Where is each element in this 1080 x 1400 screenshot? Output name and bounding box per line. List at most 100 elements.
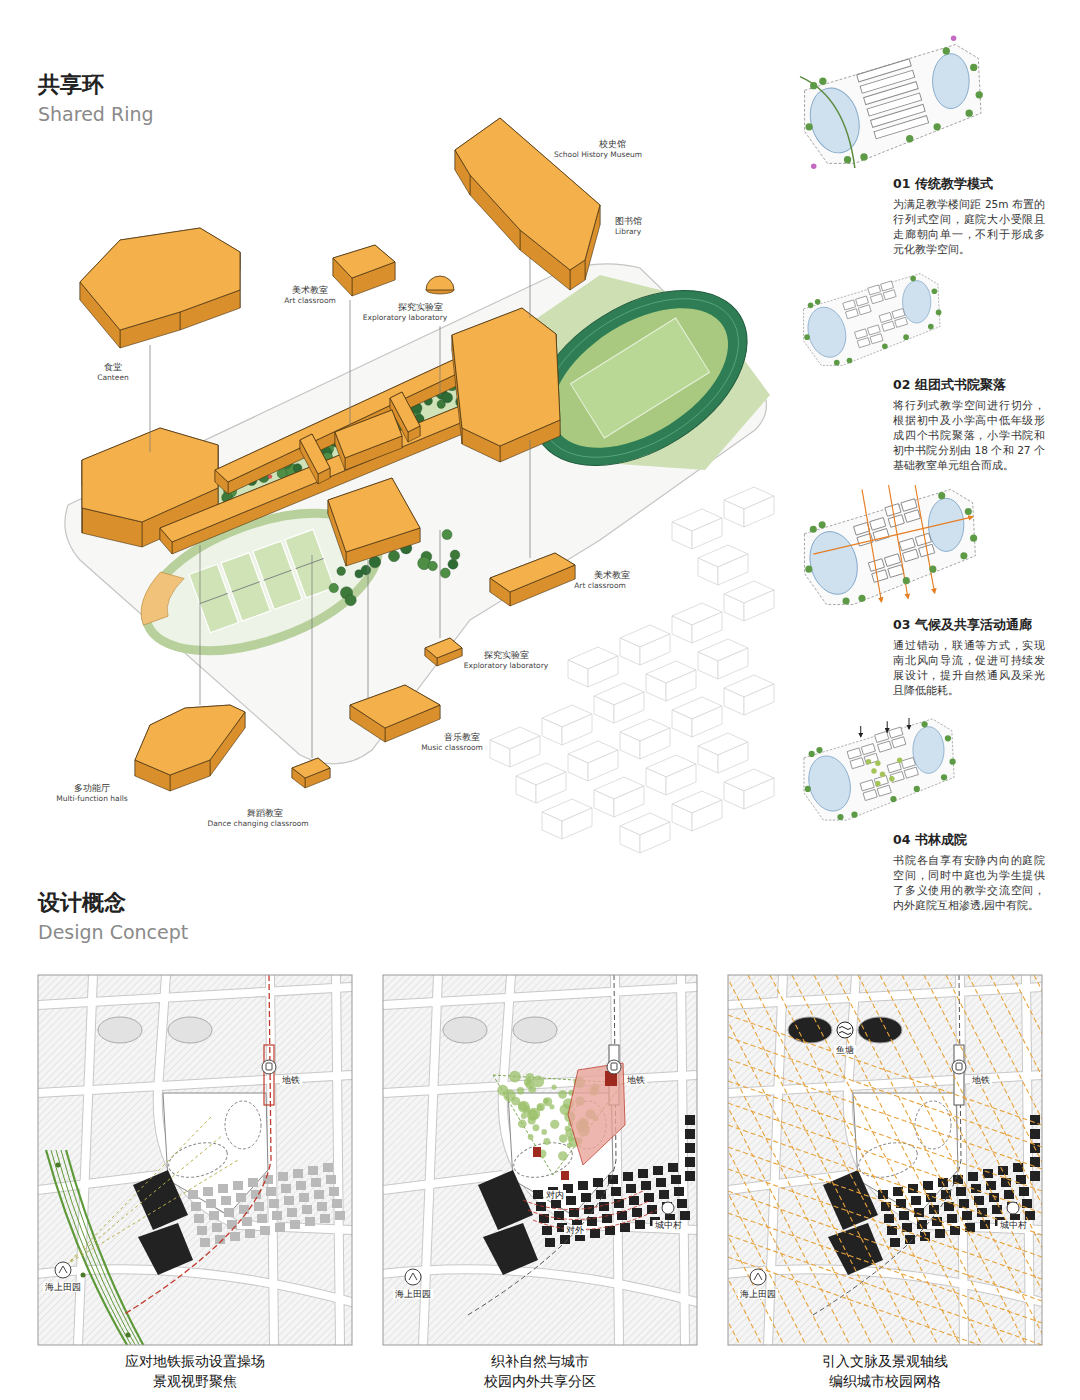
illustration-part: [728, 1015, 1042, 1125]
illustration-part: [510, 1137, 576, 1183]
illustration-part: [924, 975, 1042, 1345]
illustration-part: [887, 721, 888, 732]
illustration-part: [844, 156, 851, 163]
illustration-part: [992, 1205, 1002, 1214]
illustration-part: [968, 975, 1042, 1345]
illustration-part: [659, 1190, 669, 1199]
part-name: 多功能厅: [74, 783, 110, 793]
illustration-part: [383, 987, 697, 1005]
map-label: 海上田园: [43, 1282, 83, 1292]
panel-heading: 04 书林成院: [893, 832, 1045, 848]
illustration-part: [903, 334, 909, 340]
illustration-part: [323, 1163, 333, 1172]
illustration-part: [245, 1229, 255, 1238]
illustration-part: [902, 549, 918, 562]
illustration-part: [129, 565, 195, 625]
illustration-part: [38, 975, 352, 1345]
illustration-part: [837, 1022, 853, 1038]
illustration-part: [914, 786, 920, 792]
illustration-part: [728, 975, 894, 1345]
illustration-part: [620, 826, 640, 853]
illustration-part: [728, 1103, 1042, 1213]
illustration-part: [728, 1213, 1042, 1323]
illustration-part: [884, 554, 900, 567]
illustration-part: [611, 1063, 617, 1070]
illustration-part: [536, 772, 566, 803]
illustration-part: [903, 281, 931, 323]
illustration-part: [38, 987, 352, 1005]
map-label: 对内: [544, 1190, 566, 1200]
illustration-part: [197, 1226, 207, 1235]
illustration-part: [923, 1181, 933, 1190]
illustration-part: [692, 706, 722, 737]
illustration-part: [542, 812, 562, 839]
illustration-part: [816, 747, 822, 753]
illustration-part: [932, 288, 938, 294]
illustration-part: [590, 1229, 600, 1238]
illustration-part: [614, 786, 644, 817]
illustration-part: [698, 746, 718, 773]
bridge-corridor: [300, 434, 330, 484]
illustration-part: [490, 553, 575, 592]
map-label: 城中村: [998, 1220, 1029, 1230]
illustration-part: [440, 568, 450, 578]
illustration-part: [383, 987, 697, 1005]
illustration-part: [594, 696, 614, 723]
illustration-part: [880, 771, 885, 776]
map-label: 鱼塘: [834, 1045, 856, 1055]
illustration-part: [899, 1211, 909, 1220]
illustration-part: [541, 1129, 547, 1135]
illustration-part: [200, 593, 228, 603]
illustration-part: [915, 485, 934, 593]
illustration-part: [620, 732, 640, 759]
illustration-part: [559, 1134, 567, 1142]
classroom-block: [335, 410, 402, 470]
illustration-part: [561, 1171, 569, 1180]
illustration-part: [55, 1262, 71, 1278]
panel-heading: 02 组团式书院聚落: [893, 377, 1045, 393]
illustration-part: [685, 1115, 695, 1125]
illustration-part: [890, 1238, 900, 1247]
illustration-part: [38, 1269, 352, 1305]
illustration-part: [206, 1199, 216, 1208]
illustration-part: [941, 1190, 951, 1199]
illustration-part: [440, 530, 441, 638]
illustration-part: [221, 1196, 231, 1205]
illustration-part: [672, 804, 692, 831]
illustration-part: [629, 1196, 639, 1205]
illustration-part: [810, 82, 817, 89]
illustration-part: [901, 499, 917, 512]
illustration-part: [225, 1101, 261, 1149]
illustration-part: [870, 518, 886, 531]
illustration-part: [537, 1103, 545, 1111]
illustration-part: [528, 1085, 536, 1093]
illustration-part: [305, 1217, 315, 1226]
illustration-part: [860, 726, 861, 737]
illustration-part: [848, 1090, 1042, 1230]
illustration-part: [945, 735, 951, 741]
illustration-part: [947, 1214, 957, 1223]
illustration-part: [269, 1199, 279, 1208]
illustration-part: [855, 329, 868, 339]
illustration-part: [819, 521, 826, 528]
illustration-part: [970, 535, 977, 542]
illustration-part: [837, 814, 843, 820]
illustration-part: [336, 975, 340, 1345]
laboratory-dome: [426, 276, 454, 294]
illustration-part: [518, 1119, 527, 1128]
illustration-part: [191, 1202, 201, 1211]
illustration-part: [877, 785, 891, 796]
illustration-part: [850, 758, 864, 769]
illustration-part: [718, 648, 748, 679]
illustration-part: [293, 1169, 303, 1178]
illustration-part: [314, 1190, 324, 1199]
illustration-part: [904, 510, 920, 523]
illustration-part: [266, 1063, 272, 1070]
illustration-part: [672, 522, 692, 549]
illustration-part: [698, 652, 718, 679]
illustration-part: [875, 731, 889, 742]
illustration-part: [565, 1126, 571, 1132]
illustration-part: [848, 1090, 1042, 1230]
illustration-part: [903, 577, 910, 584]
